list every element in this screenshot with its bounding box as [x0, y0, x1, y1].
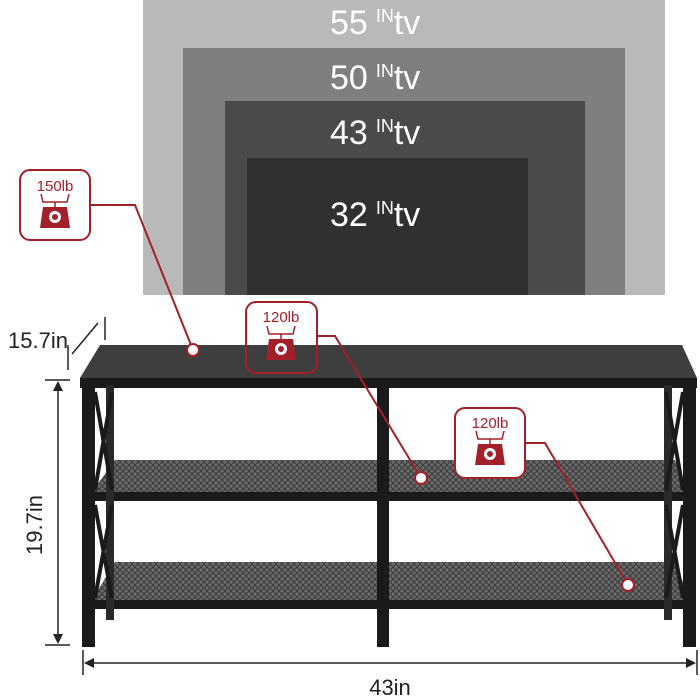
height-label: 19.7in — [22, 495, 47, 555]
middle-shelf — [92, 460, 690, 492]
load-label: 150lb — [37, 178, 74, 195]
width-label: 43in — [369, 675, 411, 700]
bottom-shelf — [92, 562, 690, 600]
tv-stand — [80, 345, 697, 647]
depth-label: 15.7in — [8, 328, 68, 353]
load-badge-middle: 120lb — [245, 301, 318, 374]
load-label: 120lb — [472, 415, 509, 432]
load-label: 120lb — [263, 309, 300, 326]
dimension-lines — [45, 317, 698, 675]
weight-scale-icon — [265, 325, 297, 361]
load-badge-top: 150lb — [19, 169, 91, 241]
tv-32-area — [247, 158, 528, 295]
load-badge-bottom: 120lb — [454, 407, 526, 479]
